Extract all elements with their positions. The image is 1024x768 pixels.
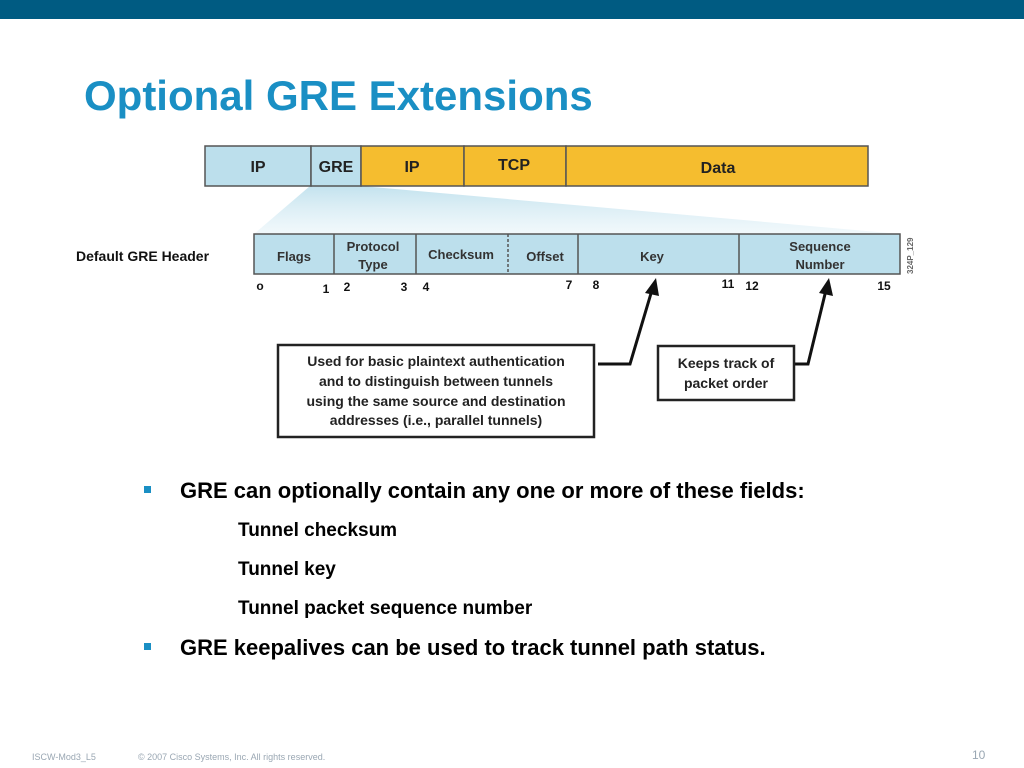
packet-label-ip: IP: [250, 159, 265, 176]
bit-label-7: 7: [566, 278, 573, 292]
packet-field-tcp: [463, 145, 567, 187]
packet-label-gre: GRE: [319, 159, 354, 176]
top-banner: [0, 0, 1024, 19]
footer-course-code: ISCW-Mod3_L5: [32, 752, 96, 762]
bit-label-0: o: [256, 279, 263, 293]
figure-id: 324P_129: [906, 237, 915, 274]
footer-copyright: © 2007 Cisco Systems, Inc. All rights re…: [138, 752, 326, 762]
header-bar-bg: [253, 233, 901, 275]
arrow-key-head: [645, 278, 659, 296]
packet-field-ip: [204, 145, 312, 187]
header-field-protocol-line2: Type: [358, 257, 387, 272]
callout-arrows: [598, 278, 833, 366]
callout-key-line-1: Used for basic plaintext authentication: [307, 353, 565, 369]
gre-header-bar: Flags Protocol Type Checksum Offset Key …: [253, 233, 901, 275]
bit-label-12: 12: [745, 279, 759, 293]
bullet-text: GRE can optionally contain any one or mo…: [180, 478, 805, 503]
callout-key-line-3: using the same source and destination: [306, 393, 565, 409]
bullet-item: GRE can optionally contain any one or mo…: [144, 478, 1004, 518]
bullet-marker: [144, 486, 151, 493]
packet-label-data: Data: [701, 160, 736, 177]
slide-title: Optional GRE Extensions: [84, 72, 593, 119]
sub-item-key: Tunnel key: [238, 559, 336, 580]
bit-label-2: 2: [344, 280, 351, 294]
callout-key-line-2: and to distinguish between tunnels: [319, 373, 553, 389]
bullet-item: GRE keepalives can be used to track tunn…: [144, 635, 1004, 675]
header-field-sequence-line1: Sequence: [789, 239, 850, 254]
packet-bar: IP GRE IP TCP Data: [204, 145, 869, 187]
callout-key-line-4: addresses (i.e., parallel tunnels): [330, 412, 542, 428]
sub-item-sequence: Tunnel packet sequence number: [238, 598, 533, 619]
packet-label-inner-ip: IP: [404, 159, 419, 176]
bit-label-15: 15: [877, 279, 891, 293]
header-field-protocol-line1: Protocol: [347, 239, 400, 254]
packet-field-data: [565, 145, 869, 187]
bit-label-8: 8: [593, 278, 600, 292]
bit-label-4: 4: [423, 280, 430, 294]
arrow-sequence-line: [795, 289, 828, 366]
callout-sequence-box: [656, 344, 796, 402]
header-field-key: Key: [640, 249, 665, 264]
callout-sequence: Keeps track of packet order: [656, 344, 796, 402]
expansion-fan: [254, 186, 900, 234]
header-field-flags: Flags: [277, 249, 311, 264]
packet-label-tcp: TCP: [498, 157, 530, 174]
arrow-sequence-head: [819, 278, 833, 296]
sub-list: Tunnel checksum Tunnel key Tunnel packet…: [144, 518, 1004, 635]
bit-label-3: 3: [401, 280, 408, 294]
sub-item-checksum: Tunnel checksum: [238, 520, 398, 541]
header-field-sequence-line2: Number: [795, 257, 844, 272]
callout-key-box: [276, 343, 596, 439]
callout-key: Used for basic plaintext authentication …: [276, 343, 596, 439]
arrow-key-line: [598, 289, 654, 366]
bullet-text: GRE keepalives can be used to track tunn…: [180, 635, 766, 660]
callout-sequence-line-2: packet order: [684, 375, 769, 391]
header-field-offset: Offset: [526, 249, 564, 264]
bullet-marker: [144, 643, 151, 650]
bullet-list: GRE can optionally contain any one or mo…: [144, 478, 1004, 675]
bit-labels: o 1 2 3 4 7 8 11 12 15: [256, 277, 891, 296]
page-number: 10: [972, 748, 986, 762]
callout-sequence-line-1: Keeps track of: [678, 355, 775, 371]
bit-label-11: 11: [722, 277, 735, 291]
header-label: Default GRE Header: [76, 248, 210, 264]
header-field-checksum: Checksum: [428, 247, 494, 262]
bit-label-1: 1: [323, 282, 330, 296]
